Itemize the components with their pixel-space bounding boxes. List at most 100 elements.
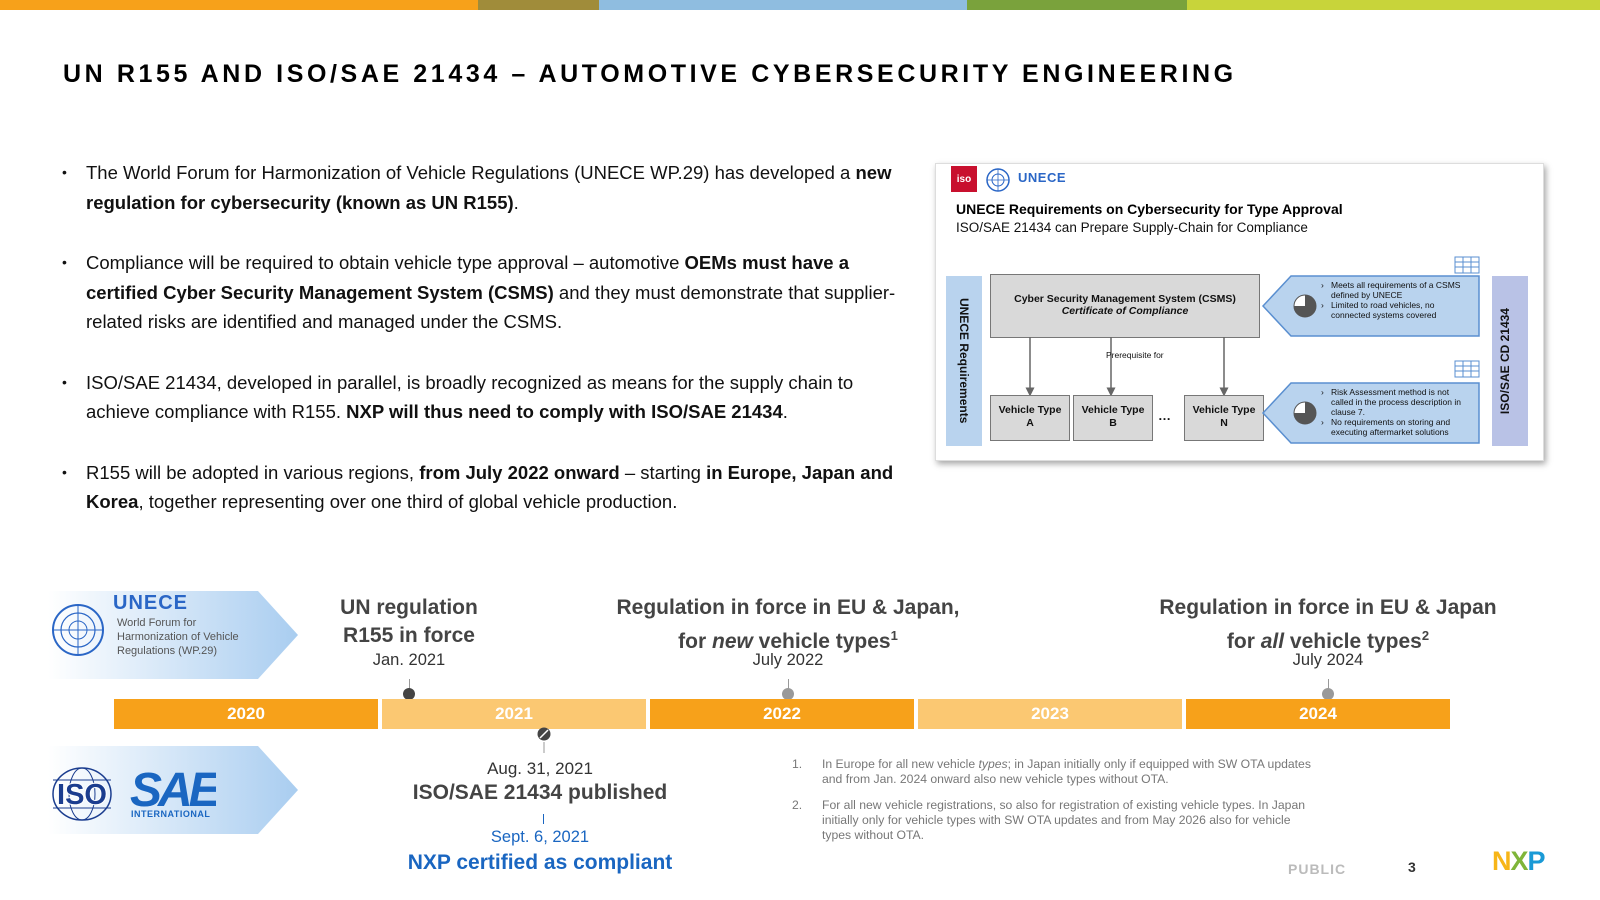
milestone-all-types-date: July 2024 (1292, 651, 1364, 669)
milestone-tick (788, 679, 789, 689)
classification-label: PUBLIC (1288, 861, 1347, 877)
topbar-segment (599, 0, 967, 10)
bullet-item: •Compliance will be required to obtain v… (62, 248, 912, 337)
callout-item: Risk Assessment method is not called in … (1321, 387, 1473, 417)
milestone-dot (403, 688, 415, 700)
vehicle-type-label: Vehicle Type (998, 404, 1062, 416)
milestone-text: for (678, 630, 712, 653)
year-segment-2022: 2022 (650, 699, 914, 729)
year-segment-2023: 2023 (918, 699, 1182, 729)
table-grid-icon (1454, 256, 1480, 274)
bullet-bold-text: from July 2022 onward (419, 461, 620, 483)
desc-line: World Forum for (117, 617, 197, 629)
iso-publish-marker-icon (537, 727, 551, 753)
vehicle-type-label: Vehicle Type (1081, 404, 1145, 416)
callout-item: No requirements on storing and executing… (1321, 417, 1473, 437)
nxp-logo-p: P (1527, 846, 1546, 876)
unece-chevron (48, 591, 298, 679)
nxp-logo-n: N (1492, 846, 1511, 876)
milestone-all-types-title: Regulation in force in EU & Japan for al… (1118, 594, 1538, 656)
prerequisite-label: Prerequisite for (1106, 350, 1164, 360)
csms-certificate: Certificate of Compliance (1061, 305, 1189, 317)
bullet-plain-text: and they must demonstrate that supplier-… (86, 281, 896, 333)
bullet-plain-text: The World Forum for Harmonization of Veh… (86, 162, 856, 183)
callout-top: Meets all requirements of a CSMS defined… (1261, 274, 1481, 338)
sae-logo-text: SAE (130, 764, 216, 810)
bullet-list: • The World Forum for Harmonization of Ve… (62, 158, 912, 548)
unece-requirements-text: UNECE Requirements (957, 298, 971, 424)
milestone-text: vehicle types (752, 630, 891, 653)
bullet-plain-text: , together representing over one third o… (138, 491, 678, 512)
iso-sae-band-label: ISO/SAE CD 21434 (1492, 276, 1518, 446)
bullet-bold-text: new regulation for cybersecurity (known … (86, 162, 892, 213)
milestone-line: UN regulation (340, 596, 478, 619)
bullet-item: •R155 will be adopted in various regions… (62, 458, 912, 517)
footnote-text: For all new vehicle registrations, so al… (822, 798, 1312, 843)
un-emblem-icon (984, 167, 1012, 198)
iso-sae-chevron (48, 746, 298, 834)
bullet-plain-text: . (513, 191, 519, 213)
bullet-bold-text: NXP will thus need to comply with ISO/SA… (346, 401, 783, 422)
nxp-certified-date: Sept. 6, 2021 (490, 828, 590, 846)
bullet-item: • ISO/SAE 21434, developed in parallel, i… (62, 368, 912, 427)
bullet-item: • The World Forum for Harmonization of Ve… (62, 158, 912, 217)
year-segment-2024: 2024 (1186, 699, 1450, 729)
desc-line: Harmonization of Vehicle (117, 631, 239, 643)
footnote-part: For all new vehicle registrations, so al… (822, 798, 1305, 842)
milestone-r155-title: UN regulation R155 in force (304, 594, 514, 650)
milestone-r155-date: Jan. 2021 (372, 651, 446, 669)
footnote-number: 1. (792, 757, 803, 771)
desc-line: Regulations (WP.29) (117, 645, 218, 657)
footnote-ref: 1 (890, 628, 898, 643)
bullet-text: The World Forum for Harmonization of Veh… (86, 162, 891, 213)
nxp-tick (543, 814, 544, 824)
milestone-emphasis: new (712, 630, 753, 653)
callout-bottom: Risk Assessment method is not called in … (1261, 381, 1481, 445)
iso-globe-icon: ISO (52, 767, 112, 821)
milestone-dot (1322, 688, 1334, 700)
milestone-line: for new vehicle types1 (578, 622, 998, 656)
milestone-new-types-date: July 2022 (752, 651, 824, 669)
footnote-part: In Europe for all new vehicle (822, 757, 979, 771)
vehicle-type-letter: A (1026, 417, 1034, 429)
milestone-line: Regulation in force in EU & Japan (1159, 596, 1497, 619)
diagram-arrows (1025, 337, 1229, 397)
topbar-segment (1187, 0, 1600, 10)
milestone-text: for (1226, 630, 1261, 653)
callout-item: Meets all requirements of a CSMS defined… (1321, 280, 1473, 300)
year-segment-2021: 2021 (382, 699, 646, 729)
milestone-tick (409, 679, 410, 689)
table-grid-icon (1454, 360, 1480, 378)
bullet-bold-text: in Europe, Japan and Korea (86, 461, 894, 513)
topbar-segment (967, 0, 1187, 10)
iso-publish-date: Aug. 31, 2021 (487, 759, 593, 778)
bullet-plain-text: ISO/SAE 21434, developed in parallel, is… (86, 371, 854, 423)
top-color-bar (0, 0, 1600, 10)
nxp-certified-label: NXP certified as compliant (407, 851, 673, 874)
diagram-subtitle: ISO/SAE 21434 can Prepare Supply-Chain f… (956, 220, 1308, 235)
footnote-2: 2. For all new vehicle registrations, so… (792, 798, 1312, 843)
milestone-new-types-title: Regulation in force in EU & Japan, for n… (578, 594, 998, 656)
vehicle-type-a: Vehicle Type A (990, 395, 1070, 441)
bullet-dot-icon: • (62, 164, 67, 180)
csms-title: Cyber Security Management System (CSMS) (1014, 293, 1236, 305)
footnote-emphasis: types (978, 757, 1008, 771)
bullet-plain-text: R155 will be adopted in various regions, (86, 461, 420, 483)
iso-sae-band (1492, 276, 1528, 446)
nxp-logo: NXP (1492, 846, 1546, 877)
sae-logo-icon: SAE (130, 764, 216, 810)
unece-diagram: iso UNECE UNECE Requirements on Cybersec… (935, 163, 1544, 461)
topbar-segment (478, 0, 599, 10)
vehicle-type-ellipsis: … (1158, 408, 1171, 423)
diagram-title: UNECE Requirements on Cybersecurity for … (956, 201, 1343, 217)
un-emblem-icon (52, 604, 104, 656)
footnote-number: 2. (792, 798, 803, 812)
bullet-bold-text: OEMs must have a certified Cyber Securit… (86, 252, 850, 303)
milestone-tick (1328, 679, 1329, 689)
bullet-text: ISO/SAE 21434, developed in parallel, is… (86, 372, 853, 423)
milestone-line: Regulation in force in EU & Japan, (616, 596, 960, 619)
iso-publish-label: ISO/SAE 21434 published (412, 781, 668, 804)
unece-requirements-label: UNECE Requirements (946, 276, 982, 446)
bullet-dot-icon: • (62, 373, 67, 390)
year-timeline-bar: 2020 2021 2022 2023 2024 (114, 699, 1462, 729)
